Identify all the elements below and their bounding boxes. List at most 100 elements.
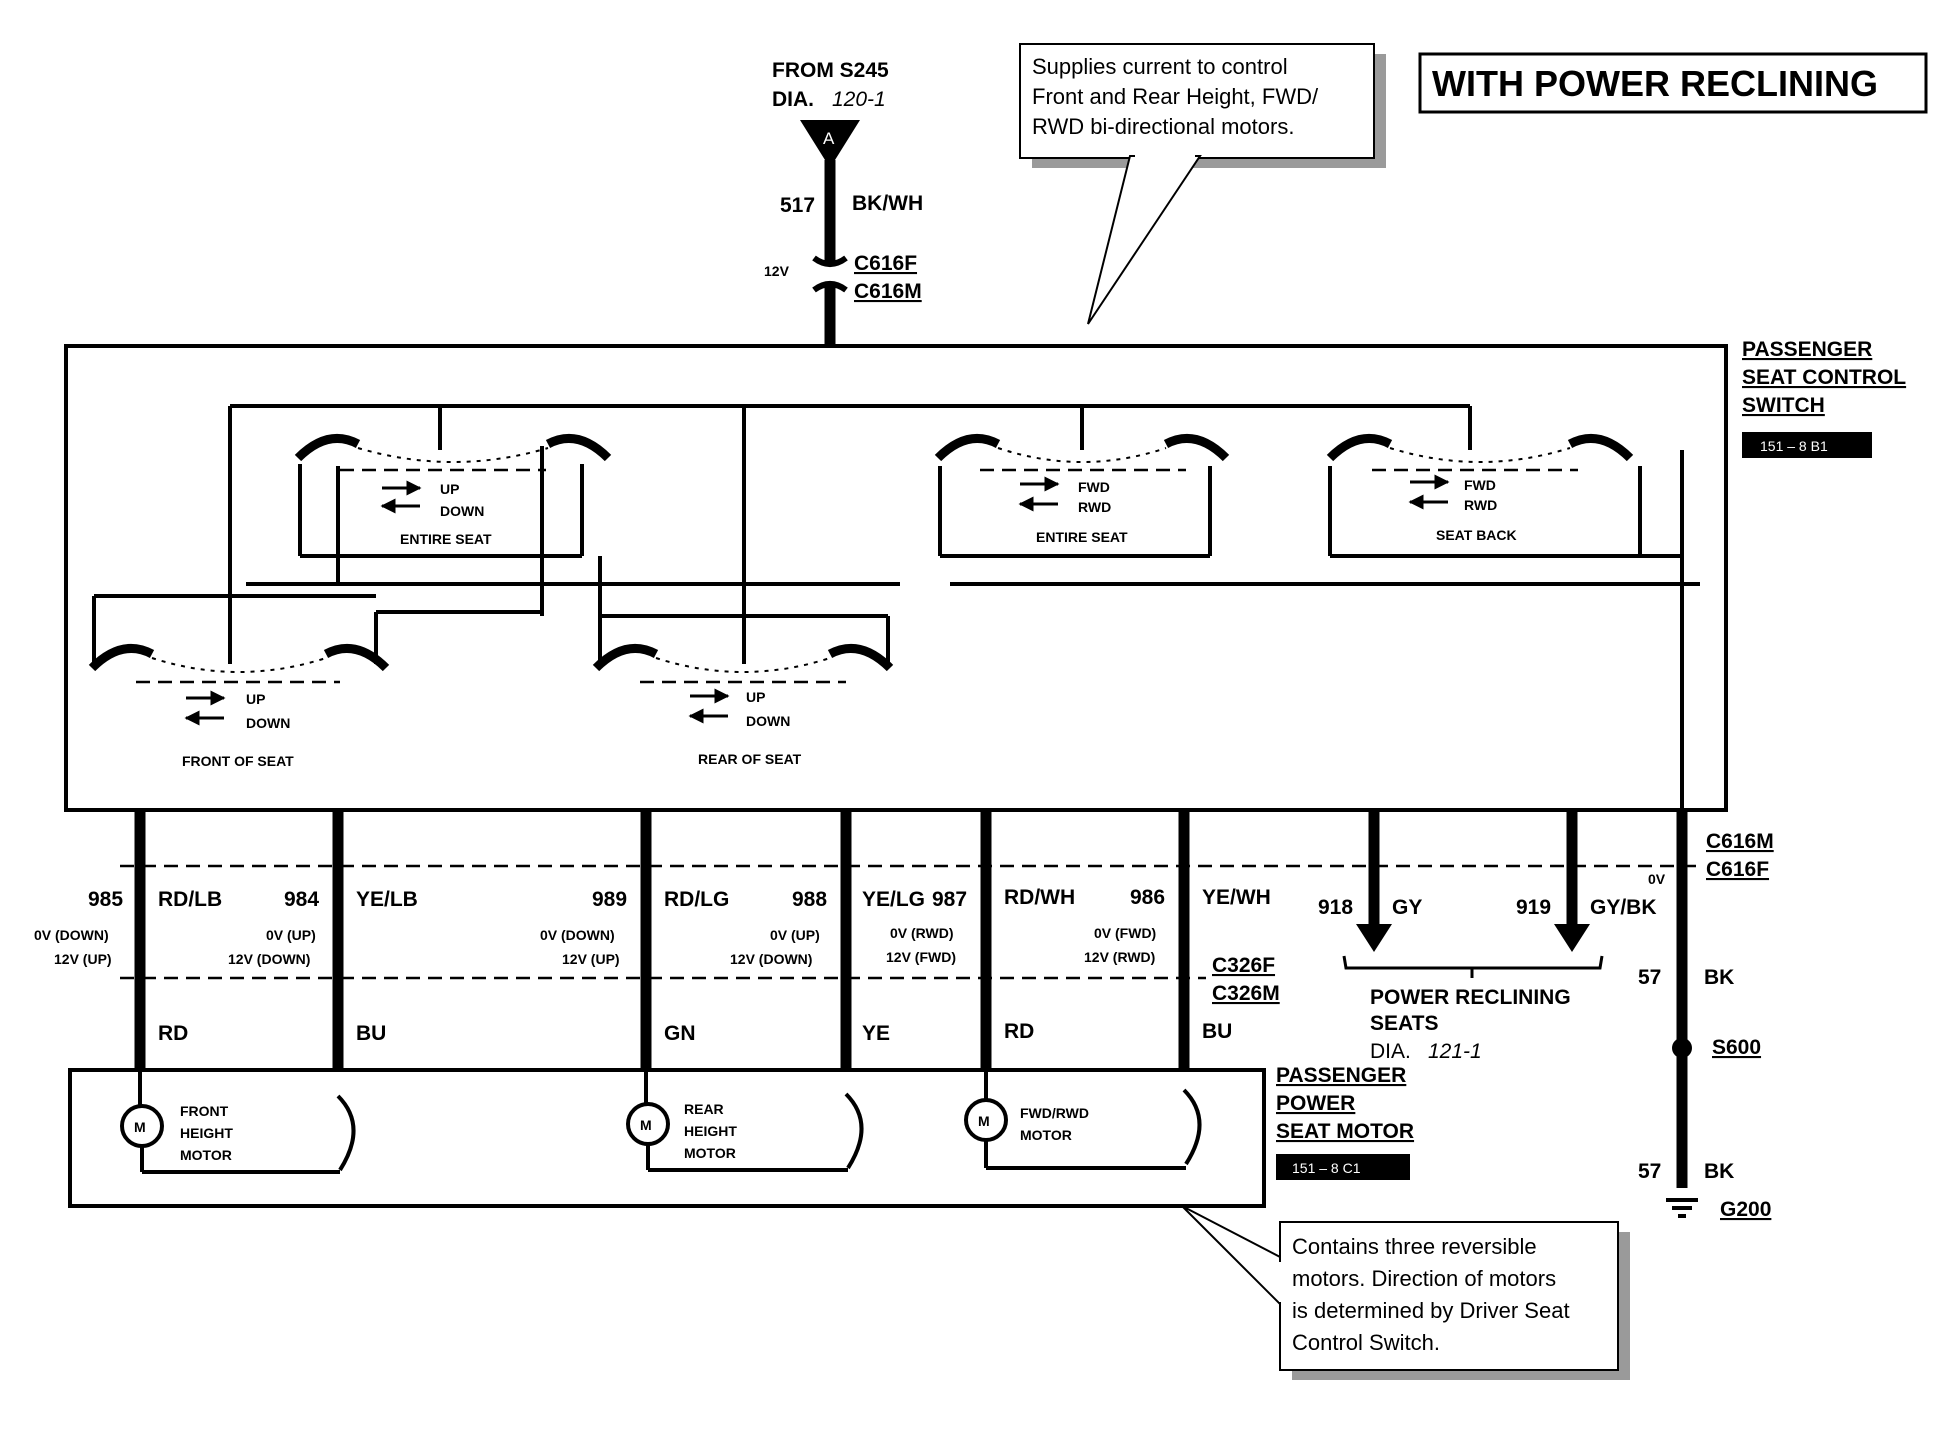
ground-point: G200 bbox=[1720, 1198, 1771, 1221]
motor-front-height: M FRONT HEIGHT MOTOR bbox=[120, 1070, 356, 1174]
motor-front-line-1: FRONT bbox=[180, 1103, 229, 1119]
motor-fwd-rwd: M FWD/RWD MOTOR bbox=[964, 1070, 1202, 1170]
group-2-arrow-up: FWD bbox=[1078, 479, 1110, 495]
switch-group-entire-seat-fwdrwd: FWD RWD ENTIRE SEAT bbox=[1018, 476, 1128, 545]
wire-985-circuit: 985 bbox=[88, 888, 123, 911]
wire-986-labels: 986 YE/WH 0V (FWD) 12V (RWD) BU bbox=[1084, 886, 1271, 1043]
recline-label-line-2: SEATS bbox=[1370, 1012, 1438, 1035]
wire-986-motor-color: BU bbox=[1202, 1020, 1232, 1043]
wire-988-v2: 12V (DOWN) bbox=[730, 951, 812, 967]
ground-color-b: BK bbox=[1704, 1160, 1734, 1183]
ground-circuit: 0V C616M C616F 57 BK S600 57 BK G200 bbox=[1638, 830, 1774, 1221]
wire-989-labels: 989 RD/LG 0V (DOWN) 12V (UP) GN bbox=[540, 888, 729, 1045]
ground-splice: S600 bbox=[1712, 1036, 1761, 1059]
wire-986-circuit: 986 bbox=[1130, 886, 1165, 909]
top-callout-line-2: Front and Rear Height, FWD/ bbox=[1032, 84, 1319, 109]
wire-985-color: RD/LB bbox=[158, 888, 222, 911]
top-callout-line-3: RWD bi-directional motors. bbox=[1032, 114, 1294, 139]
recline-wires-labels: 918 GY 919 GY/BK POWER RECLINING SEATS D… bbox=[1318, 896, 1657, 1063]
wire-985-v1: 0V (DOWN) bbox=[34, 927, 109, 943]
motor-module-label: PASSENGER POWER SEAT MOTOR 151 – 8 C1 bbox=[1276, 1064, 1414, 1180]
motor-rear-line-3: MOTOR bbox=[684, 1145, 736, 1161]
motor-rear-line-1: REAR bbox=[684, 1101, 724, 1117]
wire-918-circuit: 918 bbox=[1318, 896, 1353, 919]
switch-label-line-1: PASSENGER bbox=[1742, 338, 1872, 361]
motor-module-line-2: POWER bbox=[1276, 1092, 1355, 1115]
feed-connector-m: C616M bbox=[854, 280, 922, 303]
ground-color-a: BK bbox=[1704, 966, 1734, 989]
source-connector-letter: A bbox=[823, 129, 835, 148]
title-box: WITH POWER RECLINING bbox=[1418, 52, 1928, 114]
feed-circuit: 517 bbox=[780, 194, 815, 217]
switch-group-rear-of-seat: UP DOWN REAR OF SEAT bbox=[688, 688, 802, 767]
wire-989-color: RD/LG bbox=[664, 888, 729, 911]
bottom-callout-line-4: Control Switch. bbox=[1292, 1330, 1440, 1355]
c326-f: C326F bbox=[1212, 954, 1275, 977]
diagram-title: WITH POWER RECLINING bbox=[1432, 63, 1878, 104]
recline-label-line-1: POWER RECLINING bbox=[1370, 986, 1571, 1009]
feed-color: BK/WH bbox=[852, 192, 923, 215]
wire-987-color: RD/WH bbox=[1004, 886, 1075, 909]
motor-fwdrwd-line-1: FWD/RWD bbox=[1020, 1105, 1089, 1121]
wire-989-motor-color: GN bbox=[664, 1022, 696, 1045]
wire-988-v1: 0V (UP) bbox=[770, 927, 820, 943]
switch-frame bbox=[64, 344, 1728, 812]
bottom-callout-line-1: Contains three reversible bbox=[1292, 1234, 1537, 1259]
switch-internal-wiring bbox=[92, 404, 1700, 814]
motor-front-line-3: MOTOR bbox=[180, 1147, 232, 1163]
wire-986-color: YE/WH bbox=[1202, 886, 1271, 909]
wire-984-v2: 12V (DOWN) bbox=[228, 951, 310, 967]
motor-module-frame bbox=[68, 1068, 1266, 1208]
motor-front-line-2: HEIGHT bbox=[180, 1125, 233, 1141]
group-1-arrow-up: UP bbox=[440, 481, 459, 497]
switch-label-line-3: SWITCH bbox=[1742, 394, 1825, 417]
top-callout-line-1: Supplies current to control bbox=[1032, 54, 1288, 79]
ground-connector-f: C616F bbox=[1706, 858, 1769, 881]
group-5-name: REAR OF SEAT bbox=[698, 751, 802, 767]
wire-919-color: GY/BK bbox=[1590, 896, 1657, 919]
wire-989-v1: 0V (DOWN) bbox=[540, 927, 615, 943]
ground-circuit-b: 57 bbox=[1638, 1160, 1661, 1183]
wire-987-v1: 0V (RWD) bbox=[890, 925, 954, 941]
bottom-callout: Contains three reversible motors. Direct… bbox=[1181, 1205, 1630, 1380]
group-1-name: ENTIRE SEAT bbox=[400, 531, 492, 547]
bottom-callout-line-2: motors. Direction of motors bbox=[1292, 1266, 1556, 1291]
wire-987-labels: 987 RD/WH 0V (RWD) 12V (FWD) RD bbox=[886, 886, 1075, 1043]
recline-dia-prefix: DIA. bbox=[1370, 1040, 1411, 1063]
motor-front-m: M bbox=[134, 1119, 146, 1135]
wire-984-v1: 0V (UP) bbox=[266, 927, 316, 943]
wire-985-motor-color: RD bbox=[158, 1022, 188, 1045]
wire-988-circuit: 988 bbox=[792, 888, 827, 911]
group-5-arrow-down: DOWN bbox=[746, 713, 790, 729]
power-source: FROM S245 DIA. 120-1 A bbox=[772, 59, 889, 346]
wire-984-labels: 984 YE/LB 0V (UP) 12V (DOWN) BU bbox=[228, 888, 418, 1045]
wire-984-circuit: 984 bbox=[284, 888, 319, 911]
wire-987-circuit: 987 bbox=[932, 888, 967, 911]
wire-987-motor-color: RD bbox=[1004, 1020, 1034, 1043]
bottom-callout-line-3: is determined by Driver Seat bbox=[1292, 1298, 1570, 1323]
switch-group-entire-seat-updown: UP DOWN ENTIRE SEAT bbox=[380, 480, 492, 547]
group-3-arrow-up: FWD bbox=[1464, 477, 1496, 493]
wire-918-color: GY bbox=[1392, 896, 1422, 919]
wire-989-v2: 12V (UP) bbox=[562, 951, 620, 967]
wire-986-v2: 12V (RWD) bbox=[1084, 949, 1155, 965]
switch-group-front-of-seat: UP DOWN FRONT OF SEAT bbox=[182, 690, 294, 769]
feed-labels: 517 BK/WH 12V C616F C616M bbox=[764, 192, 923, 303]
harness-wires bbox=[120, 810, 1700, 1188]
group-3-name: SEAT BACK bbox=[1436, 527, 1517, 543]
motor-rear-m: M bbox=[640, 1117, 652, 1133]
motor-rear-height: M REAR HEIGHT MOTOR bbox=[626, 1070, 864, 1172]
motor-fwdrwd-m: M bbox=[978, 1113, 990, 1129]
source-connector-triangle bbox=[800, 120, 860, 168]
wire-985-labels: 985 RD/LB 0V (DOWN) 12V (UP) RD bbox=[34, 888, 222, 1045]
ground-connector-m: C616M bbox=[1706, 830, 1774, 853]
motor-fwdrwd-line-2: MOTOR bbox=[1020, 1127, 1072, 1143]
recline-dia-ref: 121-1 bbox=[1428, 1040, 1482, 1063]
wire-986-v1: 0V (FWD) bbox=[1094, 925, 1156, 941]
wire-987-v2: 12V (FWD) bbox=[886, 949, 956, 965]
c326-connector-labels: C326F C326M bbox=[1212, 954, 1280, 1005]
group-1-arrow-down: DOWN bbox=[440, 503, 484, 519]
switch-group-seat-back: FWD RWD SEAT BACK bbox=[1408, 474, 1517, 543]
group-2-arrow-down: RWD bbox=[1078, 499, 1111, 515]
motor-module-ref: 151 – 8 C1 bbox=[1292, 1160, 1361, 1176]
